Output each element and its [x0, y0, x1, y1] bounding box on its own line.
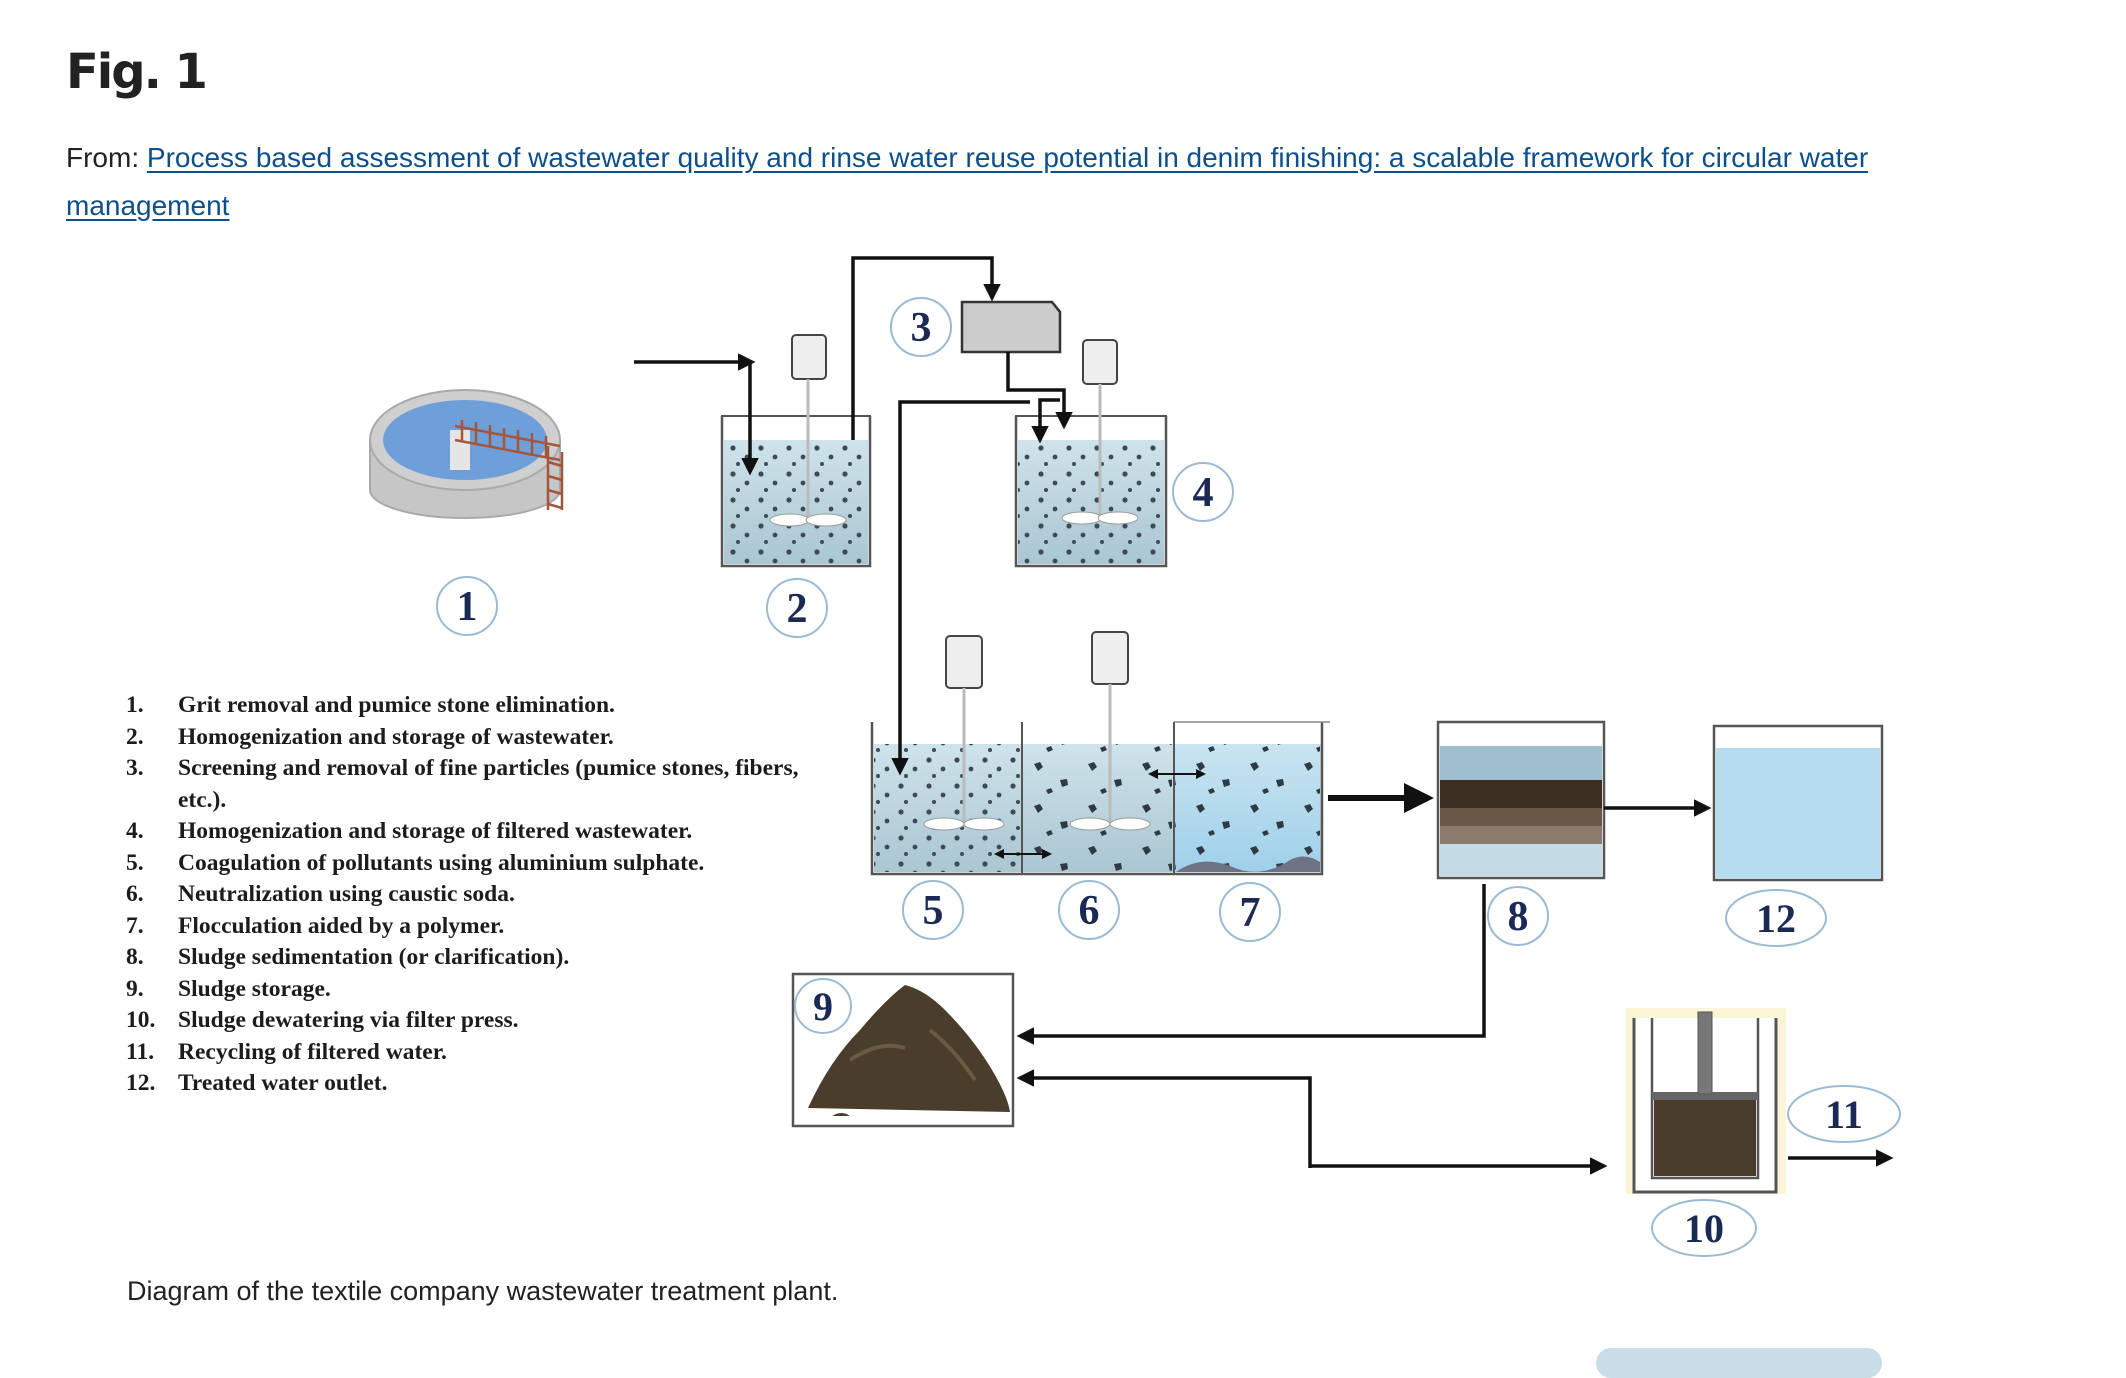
legend-item: 6.Neutralization using caustic soda. — [126, 881, 515, 907]
svg-text:12: 12 — [1756, 896, 1796, 941]
action-button[interactable] — [1596, 1348, 1882, 1378]
legend-item: 4.Homogenization and storage of filtered… — [126, 818, 693, 844]
legend-item: 11.Recycling of filtered water. — [126, 1038, 447, 1065]
legend-item: 1.Grit removal and pumice stone eliminat… — [126, 692, 615, 718]
svg-text:7: 7 — [1240, 890, 1261, 936]
svg-text:6: 6 — [1079, 888, 1100, 934]
legend-item: 5.Coagulation of pollutants using alumin… — [126, 849, 705, 876]
sedimentation-tank — [1436, 720, 1606, 880]
legend-item: 7.Flocculation aided by a polymer. — [126, 912, 505, 939]
svg-text:11: 11 — [1825, 1092, 1863, 1137]
svg-text:3: 3 — [911, 305, 932, 351]
flow-lines — [634, 256, 1894, 1175]
from-prefix: From: — [66, 142, 140, 173]
figure-caption: Diagram of the textile company wastewate… — [127, 1276, 839, 1306]
unit-label-9: 9 — [794, 978, 852, 1034]
unit-label-1: 1 — [436, 576, 498, 636]
svg-text:9: 9 — [813, 984, 833, 1029]
legend-item: 12.Treated water outlet. — [126, 1070, 388, 1096]
coagulation-flocculation-basin — [870, 631, 1330, 876]
unit-label-12: 12 — [1725, 889, 1827, 947]
unit-label-5: 5 — [902, 880, 964, 940]
unit-label-6: 6 — [1058, 880, 1120, 940]
unit-label-3: 3 — [890, 297, 952, 357]
screening-unit — [960, 300, 1062, 354]
legend-item: 8.Sludge sedimentation (or clarification… — [126, 944, 570, 970]
process-legend: 1.Grit removal and pumice stone eliminat… — [126, 690, 826, 1100]
homogenization-tank — [720, 334, 872, 568]
unit-label-11: 11 — [1787, 1085, 1901, 1143]
unit-label-8: 8 — [1487, 886, 1549, 946]
legend-item: 2.Homogenization and storage of wastewat… — [126, 723, 614, 750]
legend-item: 9.Sludge storage. — [126, 975, 331, 1002]
svg-text:10: 10 — [1684, 1206, 1724, 1251]
legend-item: 3.Screening and removal of fine particle… — [126, 755, 799, 813]
unit-label-7: 7 — [1219, 882, 1281, 942]
legend-item: 10.Sludge dewatering via filter press. — [126, 1007, 519, 1033]
figure-title: Fig. 1 — [66, 44, 208, 100]
unit-label-2: 2 — [766, 578, 828, 638]
svg-text:4: 4 — [1193, 470, 1214, 516]
svg-text:5: 5 — [923, 888, 944, 934]
treated-water-tank — [1712, 724, 1884, 882]
unit-label-10: 10 — [1651, 1199, 1757, 1257]
filtered-storage-tank — [1014, 339, 1168, 568]
svg-text:1: 1 — [457, 584, 478, 630]
svg-text:8: 8 — [1508, 894, 1529, 940]
source-line: From: Process based assessment of wastew… — [66, 134, 1946, 230]
svg-text:2: 2 — [787, 586, 808, 632]
source-article-link[interactable]: Process based assessment of wastewater q… — [66, 142, 1869, 221]
unit-label-4: 4 — [1172, 462, 1234, 522]
grit-chamber — [369, 389, 564, 519]
filter-press — [1626, 1008, 1786, 1194]
